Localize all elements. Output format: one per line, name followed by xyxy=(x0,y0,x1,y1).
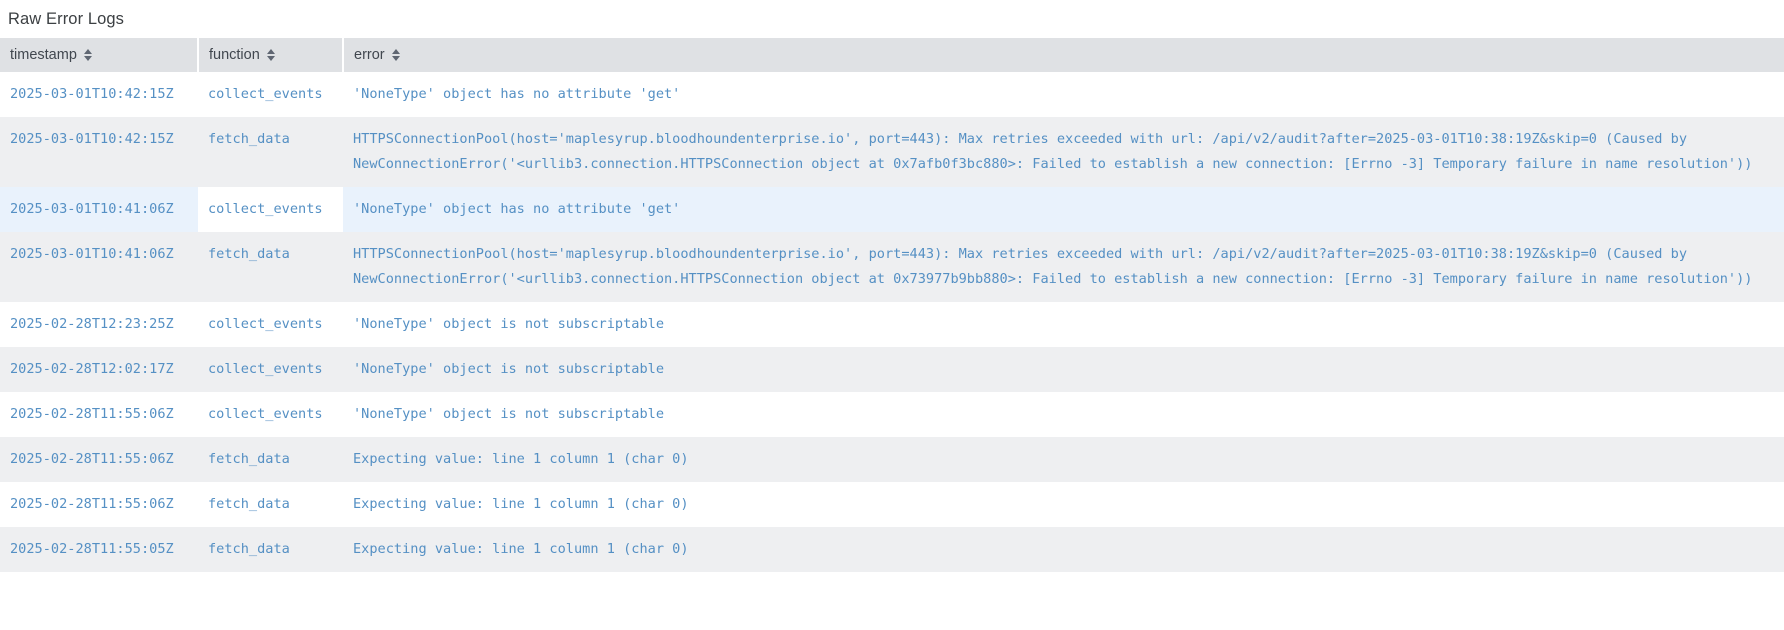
cell-function: fetch_data xyxy=(198,232,343,302)
cell-function: collect_events xyxy=(198,302,343,347)
cell-timestamp: 2025-02-28T11:55:06Z xyxy=(0,392,198,437)
cell-timestamp: 2025-03-01T10:42:15Z xyxy=(0,72,198,117)
column-header-function[interactable]: function xyxy=(198,38,344,72)
cell-timestamp: 2025-02-28T11:55:06Z xyxy=(0,482,198,527)
cell-function: fetch_data xyxy=(198,437,343,482)
column-header-inner: error xyxy=(354,47,400,63)
cell-error: 'NoneType' object has no attribute 'get' xyxy=(343,187,1784,232)
sort-updown-icon[interactable] xyxy=(391,48,400,62)
cell-timestamp: 2025-02-28T12:23:25Z xyxy=(0,302,198,347)
cell-function: collect_events xyxy=(198,72,343,117)
cell-error: 'NoneType' object is not subscriptable xyxy=(343,302,1784,347)
table-header-row: timestamp function error xyxy=(0,38,1784,72)
sort-updown-icon[interactable] xyxy=(266,48,275,62)
sort-updown-icon[interactable] xyxy=(83,48,92,62)
cell-timestamp: 2025-03-01T10:42:15Z xyxy=(0,117,198,187)
column-header-label: timestamp xyxy=(10,47,77,63)
column-header-timestamp[interactable]: timestamp xyxy=(0,38,199,72)
cell-function: fetch_data xyxy=(198,482,343,527)
cell-error: HTTPSConnectionPool(host='maplesyrup.blo… xyxy=(343,232,1784,302)
column-header-label: error xyxy=(354,47,385,63)
cell-error: Expecting value: line 1 column 1 (char 0… xyxy=(343,437,1784,482)
cell-error: HTTPSConnectionPool(host='maplesyrup.blo… xyxy=(343,117,1784,187)
cell-timestamp: 2025-03-01T10:41:06Z xyxy=(0,232,198,302)
cell-function: collect_events xyxy=(198,392,343,437)
error-logs-table: timestamp function error 2025-03-01T10:42:… xyxy=(0,38,1784,572)
cell-timestamp: 2025-02-28T12:02:17Z xyxy=(0,347,198,392)
column-header-error[interactable]: error xyxy=(343,38,1784,72)
cell-timestamp: 2025-03-01T10:41:06Z xyxy=(0,187,198,232)
cell-function: fetch_data xyxy=(198,117,343,187)
column-header-inner: function xyxy=(209,47,275,63)
cell-timestamp: 2025-02-28T11:55:06Z xyxy=(0,437,198,482)
cell-function: collect_events xyxy=(198,347,343,392)
cell-error: Expecting value: line 1 column 1 (char 0… xyxy=(343,482,1784,527)
page-title: Raw Error Logs xyxy=(8,10,125,28)
cell-function: fetch_data xyxy=(198,527,343,572)
column-header-inner: timestamp xyxy=(10,47,92,63)
column-header-label: function xyxy=(209,47,260,63)
cell-error: 'NoneType' object is not subscriptable xyxy=(343,392,1784,437)
cell-timestamp: 2025-02-28T11:55:05Z xyxy=(0,527,198,572)
cell-function: collect_events xyxy=(198,187,343,232)
cell-error: Expecting value: line 1 column 1 (char 0… xyxy=(343,527,1784,572)
cell-error: 'NoneType' object has no attribute 'get' xyxy=(343,72,1784,117)
table-header: timestamp function error xyxy=(0,38,1784,72)
cell-error: 'NoneType' object is not subscriptable xyxy=(343,347,1784,392)
